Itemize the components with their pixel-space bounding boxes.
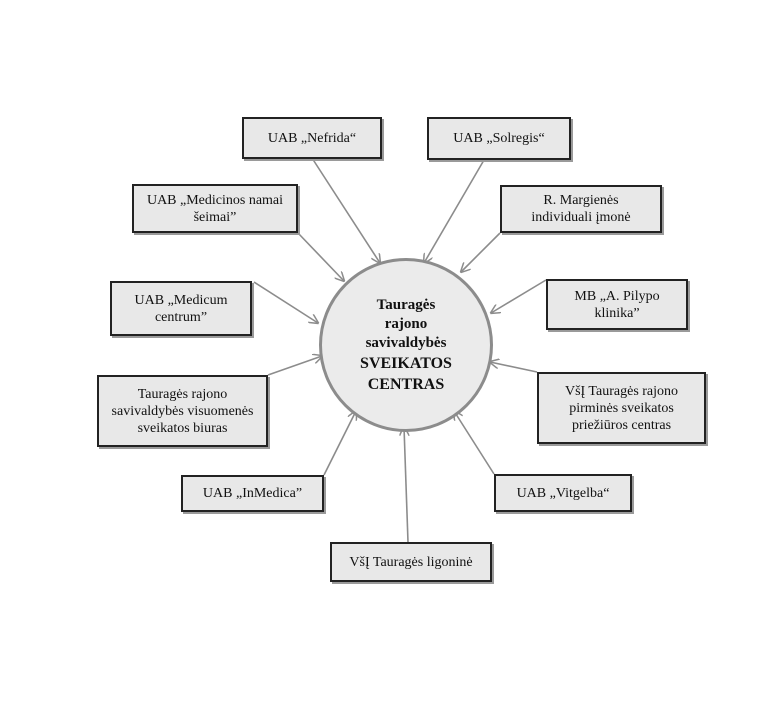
arrow-vitgelba <box>454 411 495 475</box>
arrow-margienes <box>461 232 501 272</box>
node-inmedica: UAB „InMedica” <box>181 475 324 512</box>
arrow-medicum <box>253 281 318 323</box>
center-title: Tauragės rajono savivaldybės <box>365 296 447 351</box>
arrow-pirmines <box>490 362 538 373</box>
arrow-ligonine <box>404 427 408 543</box>
node-pirmines: VšĮ Tauragės rajono pirminės sveikatos p… <box>537 372 706 444</box>
arrow-pilypo <box>491 279 547 313</box>
node-solregis: UAB „Solregis“ <box>427 117 571 160</box>
node-nefrida: UAB „Nefrida“ <box>242 117 382 159</box>
arrow-inmedica <box>323 411 356 476</box>
node-medicum: UAB „Medicum centrum” <box>110 281 252 336</box>
center-node: Tauragės rajono savivaldybės SVEIKATOS C… <box>319 258 493 432</box>
arrow-medicinos-namai <box>297 232 344 281</box>
arrow-solregis <box>424 159 485 263</box>
arrow-visuomenes <box>267 356 322 376</box>
node-visuomenes: Tauragės rajono savivaldybės visuomenės … <box>97 375 268 447</box>
node-ligonine: VšĮ Tauragės ligoninė <box>330 542 492 582</box>
node-medicinos-namai: UAB „Medicinos namai šeimai” <box>132 184 298 233</box>
node-pilypo: MB „A. Pilypo klinika” <box>546 279 688 330</box>
node-vitgelba: UAB „Vitgelba“ <box>494 474 632 512</box>
node-margienes: R. Margienės individuali įmonė <box>500 185 662 233</box>
center-subtitle: SVEIKATOS CENTRAS <box>360 354 452 393</box>
arrow-nefrida <box>311 157 380 263</box>
